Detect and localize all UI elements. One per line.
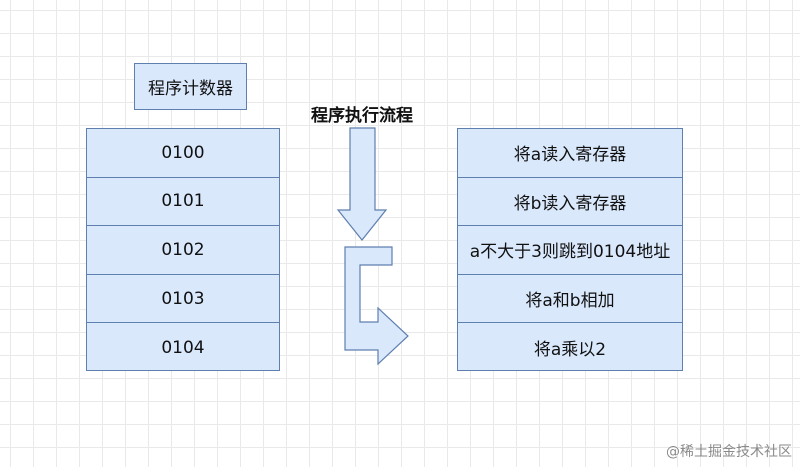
address-cell: 0100 [87, 129, 279, 178]
address-table: 0100 0101 0102 0103 0104 [86, 128, 280, 371]
instruction-cell: a不大于3则跳到0104地址 [458, 226, 682, 275]
address-cell: 0101 [87, 178, 279, 227]
jump-arrow-icon [344, 246, 409, 366]
flow-title: 程序执行流程 [311, 106, 413, 126]
address-cell: 0102 [87, 226, 279, 275]
down-arrow-icon [336, 127, 388, 241]
instruction-cell: 将a读入寄存器 [458, 129, 682, 178]
instruction-cell: 将a和b相加 [458, 275, 682, 324]
address-cell: 0104 [161, 337, 205, 358]
instruction-cell: 将a乘以2 [533, 340, 607, 361]
program-counter-label: 程序计数器 [134, 63, 247, 110]
instruction-cell: 将b读入寄存器 [458, 178, 682, 227]
watermark: @稀土掘金技术社区 [666, 444, 792, 460]
address-cell: 0103 [87, 275, 279, 324]
instruction-table: 将a读入寄存器 将b读入寄存器 a不大于3则跳到0104地址 将a和b相加 将a… [457, 128, 683, 371]
